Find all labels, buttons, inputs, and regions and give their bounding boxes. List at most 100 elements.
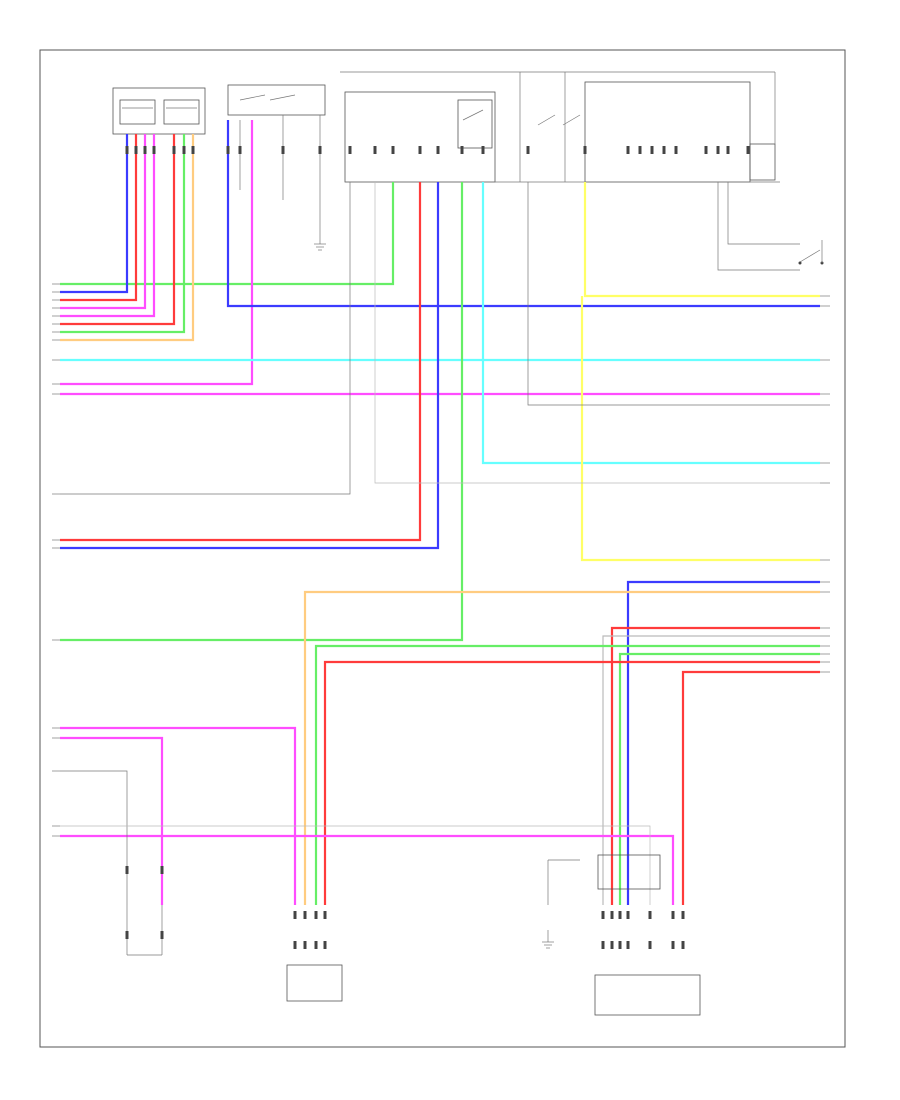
right-switch [798, 240, 824, 265]
connector-pin [125, 931, 129, 939]
connector-pin [191, 146, 195, 154]
connector-pin [650, 146, 654, 154]
connector-pin [125, 146, 129, 154]
connector-pin [436, 146, 440, 154]
connector-pin [314, 911, 318, 919]
left-terminals [52, 283, 60, 837]
wire-red-low-3 [681, 670, 820, 905]
wire-pink-low-2 [60, 736, 164, 905]
horizontal-wires [60, 120, 820, 642]
connector-pin [601, 911, 605, 919]
ground-symbol-top [314, 232, 326, 251]
wire-red-low-2 [323, 660, 820, 905]
connector-pin [583, 146, 587, 154]
wire-green-low-2 [618, 652, 820, 905]
wire-pink-3 [60, 120, 254, 386]
connector-pin [626, 941, 630, 949]
right-terminals [820, 295, 830, 673]
connector-pin [281, 146, 285, 154]
connector-pin [125, 866, 129, 874]
connector-pin [152, 146, 156, 154]
connector-pin [626, 146, 630, 154]
connector-pin [373, 146, 377, 154]
wire-cyan-2 [481, 182, 820, 465]
connector-pin [182, 146, 186, 154]
diagram-frame [39, 49, 846, 1048]
connector-pin [172, 146, 176, 154]
wire-orange-1 [60, 134, 195, 342]
wire-pink-low-3 [60, 834, 675, 905]
connector-pin [238, 146, 242, 154]
connector-pin [671, 941, 675, 949]
connector-pin [526, 146, 530, 154]
lower-wires [60, 580, 820, 905]
wire-red-low-1 [610, 626, 820, 905]
connector-pin [481, 146, 485, 154]
connector-pin [391, 146, 395, 154]
bottom-left-sensor [126, 905, 163, 956]
wire-gray-low [602, 635, 820, 905]
connector-pin [303, 911, 307, 919]
ground-symbol [542, 930, 554, 949]
top-mid-switch [227, 84, 326, 116]
top-left-sensor [112, 87, 206, 135]
thin-wires [60, 115, 820, 495]
connector-pin [648, 941, 652, 949]
wire-pink-1 [60, 134, 147, 310]
top-right-module [340, 71, 776, 183]
bottom-right-sensor [594, 854, 701, 1016]
wire-blue-low [626, 580, 820, 905]
connector-pin [318, 146, 322, 154]
wire-pink-2 [60, 134, 156, 318]
connector-pin [323, 941, 327, 949]
connector-pin [638, 146, 642, 154]
connector-pin [143, 146, 147, 154]
connector-pin [293, 911, 297, 919]
wire-green-2 [60, 134, 186, 334]
wire-orange-low [303, 590, 820, 905]
connector-pin [460, 146, 464, 154]
connector-pin [418, 146, 422, 154]
connector-pins-top [125, 146, 750, 154]
connector-pin [610, 911, 614, 919]
connector-pin [626, 911, 630, 919]
connector-pin [134, 146, 138, 154]
connector-pin [601, 941, 605, 949]
wire-yellow-1 [583, 182, 820, 298]
connector-pin [303, 941, 307, 949]
wire-green-long [60, 182, 464, 642]
connector-pin [314, 941, 318, 949]
connector-pin [618, 911, 622, 919]
connector-pin [662, 146, 666, 154]
wire-blue-1 [60, 134, 129, 294]
wire-red-ecu [60, 182, 422, 542]
wire-green-low-1 [314, 644, 820, 905]
wire-blue-long [226, 120, 820, 308]
connector-pin [648, 911, 652, 919]
connector-pin [160, 931, 164, 939]
connector-pin [716, 146, 720, 154]
connector-pin [674, 146, 678, 154]
connector-pin [226, 146, 230, 154]
connector-pin [704, 146, 708, 154]
lower-thin-wires [60, 770, 651, 905]
connector-pin [160, 866, 164, 874]
connector-pin [681, 911, 685, 919]
connector-pin [323, 911, 327, 919]
connector-pin [726, 146, 730, 154]
wire-red-1 [60, 134, 138, 302]
top-ecu [344, 91, 496, 183]
connector-pin [681, 941, 685, 949]
connector-pin [348, 146, 352, 154]
connector-pins-bottom [125, 866, 685, 949]
wire-green-top [60, 182, 395, 286]
bottom-mid-sensor [286, 964, 343, 1002]
connector-pin [610, 941, 614, 949]
connector-pin [671, 911, 675, 919]
wire-yellow-2 [580, 296, 820, 562]
connector-pin [618, 941, 622, 949]
connector-pin [746, 146, 750, 154]
wire-pink-low-1 [60, 726, 297, 905]
connector-pin [293, 941, 297, 949]
